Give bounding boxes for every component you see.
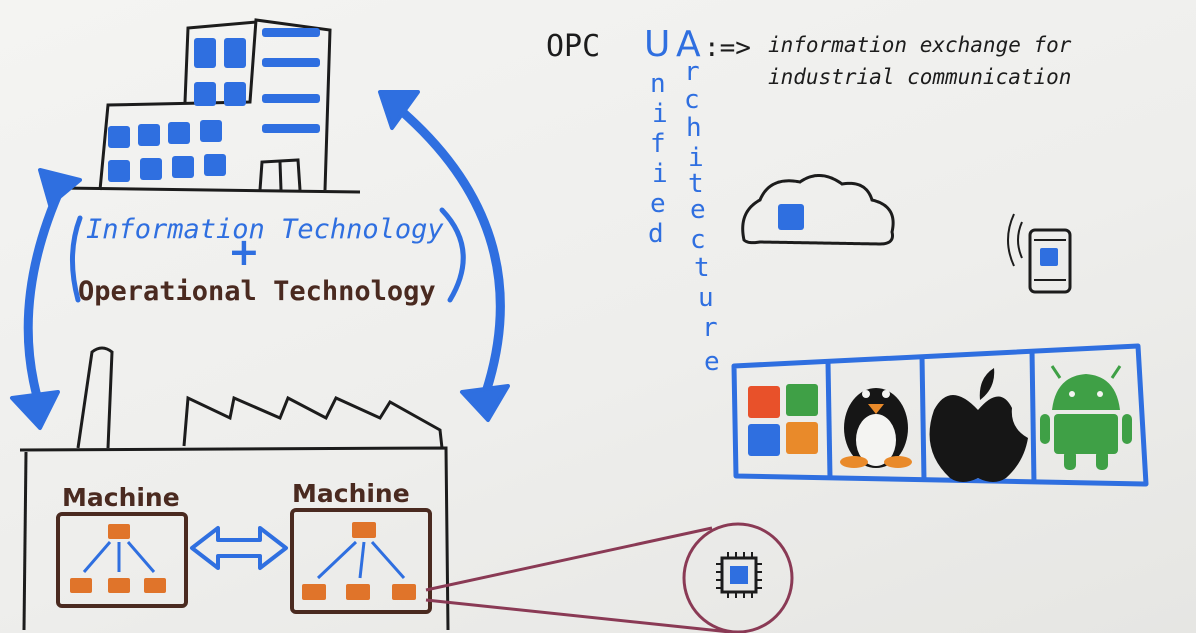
machine-label: Machine (292, 479, 410, 508)
it-label: Information Technology (86, 214, 444, 245)
apple-icon (929, 368, 1028, 482)
mobile-phone-icon (1007, 213, 1072, 294)
opc-u-letter: U (644, 24, 670, 65)
svg-text:i: i (688, 143, 704, 173)
machine-link-arrow (190, 526, 288, 570)
cloud-icon (741, 174, 895, 246)
plus-sign: + (228, 230, 260, 274)
it-ot-text: Information Technology + Operational Tec… (70, 207, 466, 307)
svg-text:t: t (694, 253, 710, 283)
svg-text:e: e (650, 189, 666, 219)
svg-text:d: d (648, 219, 664, 249)
opc-assign: :=> (704, 33, 751, 63)
office-building-icon (59, 18, 361, 194)
definition-line-2: industrial communication (768, 65, 1071, 89)
svg-text:u: u (698, 283, 714, 313)
platforms-row (731, 343, 1149, 487)
svg-text:r: r (702, 313, 718, 343)
svg-text:h: h (686, 113, 702, 143)
svg-text:t: t (688, 169, 704, 199)
svg-text:c: c (684, 85, 700, 115)
svg-text:r: r (684, 57, 700, 87)
opc-a-letter: A (676, 24, 701, 65)
ot-label: Operational Technology (78, 276, 436, 307)
svg-text:c: c (690, 225, 706, 255)
svg-text:n: n (650, 69, 666, 99)
windows-icon (748, 384, 818, 456)
machine-label: Machine (62, 483, 180, 512)
opc-ua-definition: OPC U A :=> information exchange for ind… (546, 24, 1072, 377)
factory-icon (19, 346, 450, 631)
svg-text:e: e (704, 347, 720, 377)
svg-text:e: e (690, 195, 706, 225)
svg-text:i: i (652, 99, 668, 129)
android-icon (1040, 365, 1132, 470)
svg-text:f: f (650, 129, 666, 159)
machine-2: Machine (290, 479, 432, 614)
machine-1: Machine (56, 483, 188, 608)
microchip-icon (716, 552, 762, 598)
svg-text:i: i (652, 159, 668, 189)
definition-line-1: information exchange for (768, 33, 1072, 57)
it-ot-arrows (10, 90, 510, 430)
opc-prefix: OPC (546, 29, 600, 64)
architecture-vertical: r c h i t e c t u r e (684, 57, 720, 377)
unified-vertical: n i f i e d (648, 69, 668, 249)
chip-zoom (425, 522, 794, 633)
linux-tux-icon (840, 388, 912, 468)
